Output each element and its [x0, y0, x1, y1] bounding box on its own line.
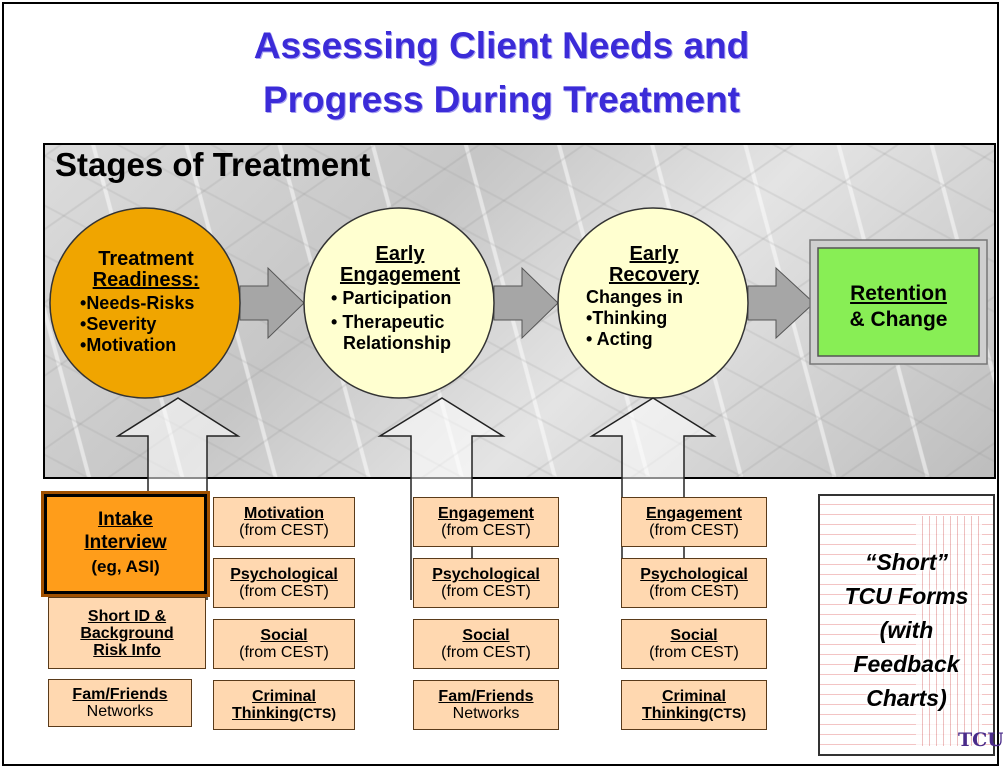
fam-friends-sub: Networks: [452, 705, 520, 722]
intake-interview-box: Intake Interview (eg, ASI): [41, 491, 210, 597]
psychological-box-1: Psychological (from CEST): [213, 558, 355, 608]
short-id-box: Short ID & Background Risk Info: [48, 597, 206, 669]
social-sub: (from CEST): [649, 644, 739, 661]
psychological-head: Psychological: [640, 566, 748, 583]
tcu-logo: TCU: [958, 729, 1003, 751]
engagement-head: Engagement: [437, 505, 534, 522]
psychological-head: Psychological: [432, 566, 540, 583]
social-box-1: Social (from CEST): [213, 619, 355, 669]
readiness-text: Treatment Readiness: •Needs-Risks •Sever…: [58, 249, 234, 356]
readiness-title-2: Readiness:: [92, 269, 200, 291]
social-box-3: Social (from CEST): [621, 619, 767, 669]
social-box-2: Social (from CEST): [413, 619, 559, 669]
intake-line-3: (eg, ASI): [91, 557, 160, 576]
psychological-sub: (from CEST): [441, 583, 531, 600]
engagement-bullet: • Therapeutic: [331, 312, 445, 332]
tcu-forms-caption: “Short” TCU Forms (with Feedback Charts): [818, 545, 995, 715]
engagement-text: Early Engagement • Participation • Thera…: [311, 244, 489, 354]
slide-title-line-1: Assessing Client Needs and: [253, 25, 750, 66]
engagement-title-2: Engagement: [339, 264, 461, 286]
criminal-head-1: Criminal: [251, 688, 316, 705]
forms-line-3: (with: [879, 617, 934, 643]
forms-line-4: Feedback: [853, 651, 960, 677]
engagement-sub: (from CEST): [649, 522, 739, 539]
motivation-sub: (from CEST): [239, 522, 329, 539]
intake-line-1: Intake: [98, 509, 153, 530]
forms-grid: [916, 516, 982, 746]
engagement-title-1: Early: [375, 243, 425, 265]
criminal-head-2-row: Thinking(CTS): [232, 705, 336, 722]
motivation-head: Motivation: [244, 505, 324, 522]
social-head: Social: [670, 627, 718, 644]
fam-friends-head: Fam/Friends: [72, 686, 168, 703]
recovery-title-1: Early: [629, 243, 679, 265]
forms-line-2: TCU Forms: [844, 583, 969, 609]
engagement-bullet: • Participation: [331, 288, 452, 308]
recovery-bullet: • Acting: [586, 329, 653, 349]
social-head: Social: [462, 627, 510, 644]
social-sub: (from CEST): [239, 644, 329, 661]
engagement-bullet: Relationship: [343, 333, 452, 353]
short-id-line-3: Risk Info: [93, 641, 161, 659]
tcu-forms-image: [818, 494, 995, 756]
stages-heading: Stages of Treatment: [55, 146, 371, 183]
social-head: Social: [260, 627, 308, 644]
retention-line-1: Retention: [850, 282, 947, 305]
criminal-suffix: (CTS): [298, 705, 336, 721]
forms-line-1: “Short”: [864, 549, 949, 575]
social-sub: (from CEST): [441, 644, 531, 661]
slide-title-line-2: Progress During Treatment: [262, 79, 740, 120]
forms-line-5: Charts): [866, 685, 947, 711]
fam-friends-box-2: Fam/Friends Networks: [413, 680, 559, 730]
retention-line-2: & Change: [849, 308, 948, 331]
readiness-bullet: •Motivation: [80, 335, 177, 355]
engagement-box-2: Engagement (from CEST): [621, 497, 767, 547]
recovery-intro: Changes in: [586, 287, 684, 307]
intake-line-2: Interview: [84, 532, 167, 553]
fam-friends-sub: Networks: [86, 703, 154, 720]
criminal-head-2: Thinking: [232, 705, 299, 722]
engagement-head: Engagement: [645, 505, 742, 522]
criminal-head-2: Thinking: [642, 705, 709, 722]
recovery-text: Early Recovery Changes in •Thinking • Ac…: [566, 244, 742, 350]
short-id-line-2: Background: [80, 624, 174, 642]
retention-text: Retention & Change: [818, 281, 979, 333]
criminal-head-1: Criminal: [661, 688, 726, 705]
engagement-sub: (from CEST): [441, 522, 531, 539]
readiness-bullet: •Severity: [80, 314, 157, 334]
recovery-bullet: •Thinking: [586, 308, 668, 328]
psychological-sub: (from CEST): [239, 583, 329, 600]
psychological-box-2: Psychological (from CEST): [413, 558, 559, 608]
recovery-title-2: Recovery: [608, 264, 700, 286]
fam-friends-head: Fam/Friends: [438, 688, 534, 705]
motivation-box: Motivation (from CEST): [213, 497, 355, 547]
psychological-box-3: Psychological (from CEST): [621, 558, 767, 608]
psychological-head: Psychological: [230, 566, 338, 583]
short-id-line-1: Short ID &: [87, 607, 167, 625]
readiness-title-1: Treatment: [98, 248, 194, 270]
criminal-thinking-box-1: Criminal Thinking(CTS): [213, 680, 355, 730]
criminal-thinking-box-2: Criminal Thinking(CTS): [621, 680, 767, 730]
engagement-box-1: Engagement (from CEST): [413, 497, 559, 547]
psychological-sub: (from CEST): [649, 583, 739, 600]
readiness-bullet: •Needs-Risks: [80, 293, 195, 313]
criminal-suffix: (CTS): [708, 705, 746, 721]
fam-friends-box-1: Fam/Friends Networks: [48, 679, 192, 727]
criminal-head-2-row: Thinking(CTS): [642, 705, 746, 722]
